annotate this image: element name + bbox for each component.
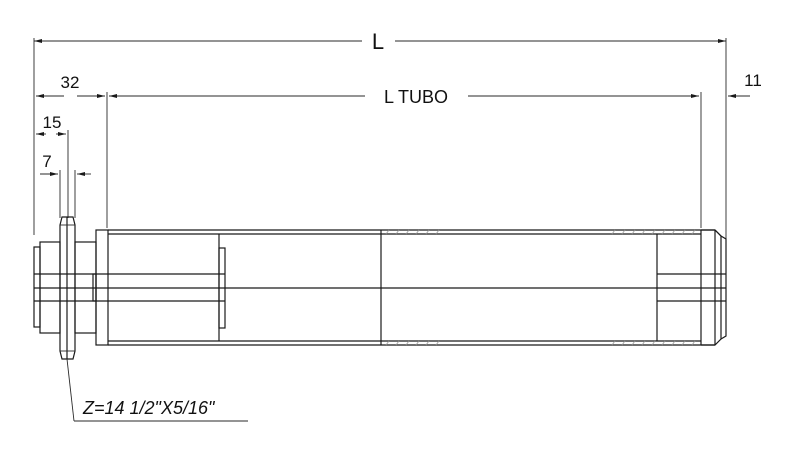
dimension-32: 32 (36, 73, 105, 98)
dimension-overall-length: L (33, 29, 727, 245)
label-7: 7 (42, 152, 51, 171)
tube-body (34, 229, 727, 346)
label-11: 11 (744, 71, 762, 90)
label-l-tubo: L TUBO (384, 87, 448, 107)
label-L: L (372, 29, 384, 54)
tube-hatching (385, 229, 696, 346)
dimension-11: 11 (728, 71, 762, 98)
dimension-15: 15 (36, 113, 69, 218)
label-32: 32 (61, 73, 80, 92)
sprocket-callout: Z=14 1/2"X5/16" (66, 358, 248, 422)
dimension-7: 7 (40, 152, 91, 218)
label-15: 15 (43, 113, 62, 132)
label-sprocket-spec: Z=14 1/2"X5/16" (82, 398, 216, 418)
dimension-tube-length: L TUBO (106, 87, 702, 228)
